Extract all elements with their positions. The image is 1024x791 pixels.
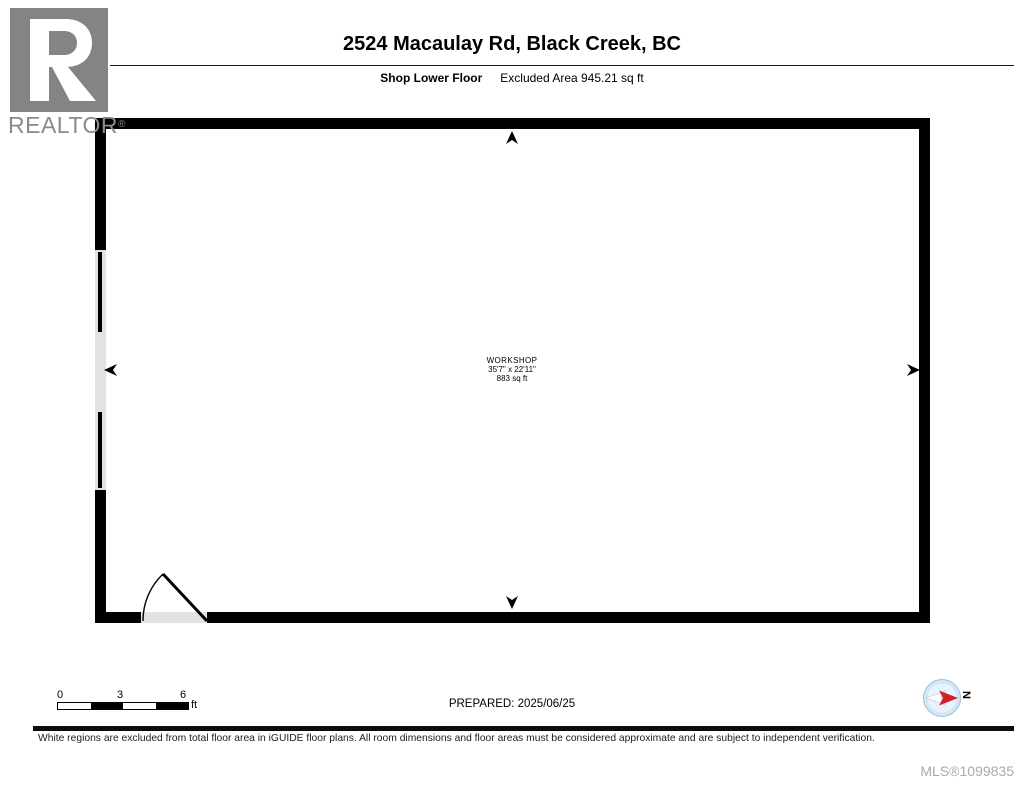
disclaimer-text: White regions are excluded from total fl… (38, 733, 875, 744)
realtor-logo-text: REALTOR® (8, 112, 126, 138)
wall-right (919, 118, 930, 623)
realtor-logo-icon (10, 8, 108, 112)
wall-top (95, 118, 930, 129)
floor-plan: WORKSHOP 35'7" x 22'11" 883 sq ft (95, 118, 930, 623)
mls-number: MLS®1099835 (920, 763, 1014, 779)
room-name: WORKSHOP (486, 356, 538, 365)
door-swing-icon (142, 572, 209, 623)
page-title: 2524 Macaulay Rd, Black Creek, BC (343, 33, 681, 55)
garage-door-panel-upper (98, 252, 102, 332)
dimension-arrow-down-icon (506, 596, 518, 609)
scale-tick-6: 6 (179, 689, 187, 701)
scale-segment (123, 703, 156, 709)
realtor-logo: REALTOR® (8, 8, 125, 138)
wall-bottom (95, 612, 930, 623)
room-dimensions: 35'7" x 22'11" (488, 365, 536, 374)
room-area: 883 sq ft (496, 374, 528, 383)
room-label: WORKSHOP 35'7" x 22'11" 883 sq ft (412, 356, 612, 383)
garage-door-panel-lower (98, 412, 102, 488)
scale-bar (57, 702, 189, 710)
bottom-wall-opening (141, 612, 207, 623)
excluded-area-label: Excluded Area 945.21 sq ft (500, 71, 644, 85)
scale-segment (155, 703, 188, 709)
dimension-arrow-left-icon (104, 364, 117, 376)
registered-mark: ® (118, 119, 126, 130)
footer-divider-bar (33, 726, 1014, 731)
left-wall-opening (95, 250, 106, 490)
scale-unit-label: ft (191, 699, 198, 711)
scale-segment (58, 703, 91, 709)
prepared-date: PREPARED: 2025/06/25 (448, 698, 576, 710)
dimension-arrow-up-icon (506, 131, 518, 144)
header-divider (110, 65, 1014, 66)
scale-tick-0: 0 (56, 689, 64, 701)
floor-label: Shop Lower Floor (380, 71, 483, 85)
dimension-arrow-right-icon (907, 364, 920, 376)
compass-north-label: N (959, 691, 972, 699)
scale-segment (90, 703, 123, 709)
scale-tick-3: 3 (116, 689, 124, 701)
subheader: Shop Lower Floor Excluded Area 945.21 sq… (0, 71, 1024, 85)
compass-icon (923, 679, 961, 717)
